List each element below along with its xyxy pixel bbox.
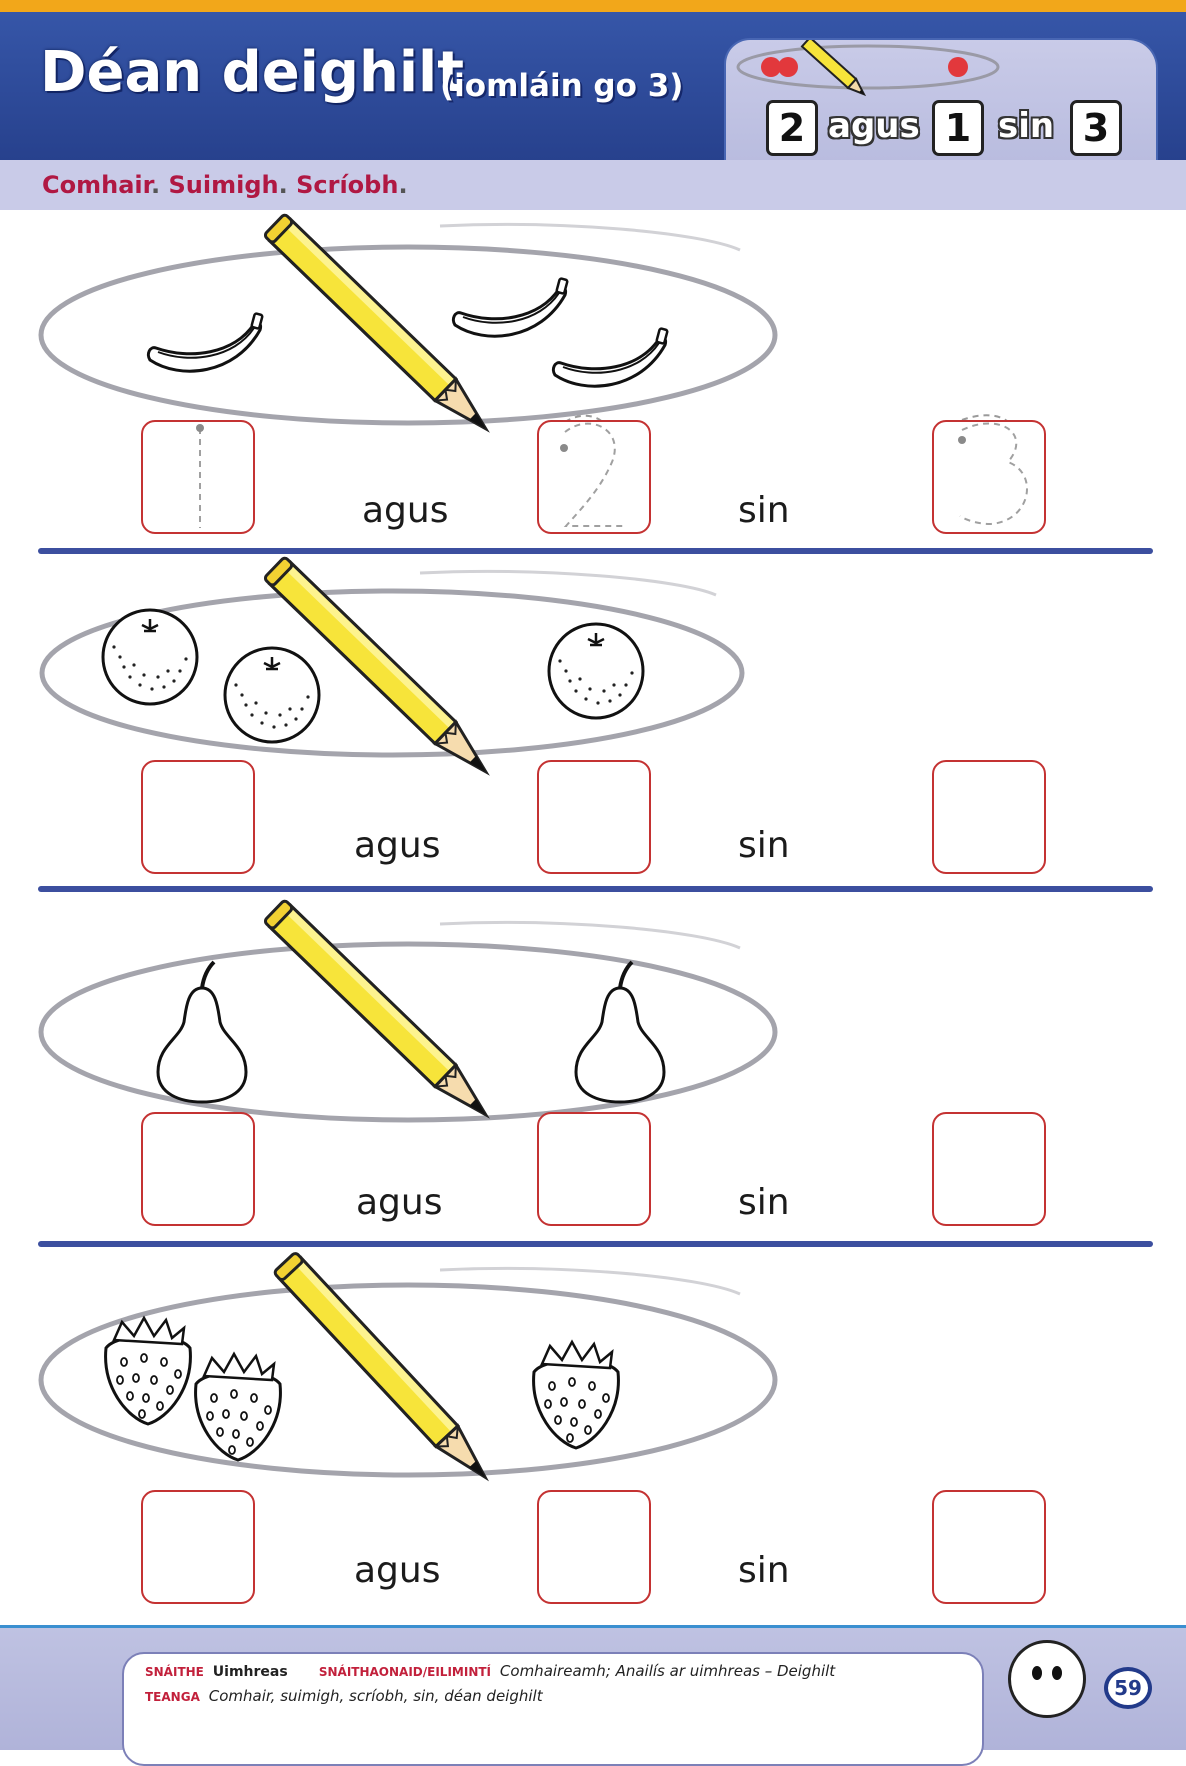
- answer-box-total[interactable]: [932, 1112, 1046, 1226]
- answer-box-first[interactable]: [141, 1490, 255, 1604]
- language-label: TEANGA: [145, 1690, 200, 1704]
- answer-box-second[interactable]: [537, 760, 651, 874]
- answer-box-second[interactable]: [537, 1112, 651, 1226]
- example-plate-icon: [736, 44, 1000, 90]
- answer-box-total[interactable]: [932, 420, 1046, 534]
- row-4-illustration: [38, 1250, 778, 1489]
- example-second-number: 1: [932, 100, 984, 156]
- strand-value: Uimhreas: [212, 1664, 288, 1680]
- is-word: sin: [738, 825, 790, 866]
- example-panel: 2 agus 1 sin 3: [724, 38, 1158, 162]
- exercise-row-1: agus sin: [0, 210, 1186, 555]
- and-word: agus: [356, 1182, 443, 1223]
- language-line: TEANGA Comhair, suimigh, scríobh, sin, d…: [145, 1687, 543, 1705]
- page-subtitle: (iomláin go 3): [440, 68, 684, 104]
- page-title: Déan deighilt: [40, 40, 464, 105]
- answer-box-total[interactable]: [932, 760, 1046, 874]
- row-divider: [38, 886, 1153, 892]
- strand-line: SNÁITHE Uimhreas SNÁITHAONAID/EILIMINTÍ …: [145, 1662, 835, 1680]
- row-divider: [38, 1241, 1153, 1247]
- answer-box-second[interactable]: [537, 1490, 651, 1604]
- answer-box-second[interactable]: [537, 420, 651, 534]
- instruction-write: Scríobh: [296, 171, 399, 199]
- mascot-face-icon: [1008, 1640, 1086, 1718]
- is-word: sin: [738, 1550, 790, 1591]
- orange-icon: [547, 622, 645, 720]
- counter-dot-icon: [948, 57, 968, 77]
- and-word: agus: [362, 490, 449, 531]
- and-word: agus: [354, 825, 441, 866]
- page-number: 59: [1104, 1667, 1152, 1709]
- is-word: sin: [738, 1182, 790, 1223]
- example-illustration: [736, 40, 1000, 97]
- top-accent-strip: [0, 0, 1186, 12]
- example-pencil-icon: [800, 40, 867, 97]
- counter-dot-icon: [778, 57, 798, 77]
- instruction-text: Comhair. Suimigh. Scríobh.: [42, 171, 408, 199]
- orange-icon: [223, 646, 321, 744]
- language-value: Comhair, suimigh, scríobh, sin, déan dei…: [208, 1687, 543, 1705]
- example-first-number: 2: [766, 100, 818, 156]
- row-2-illustration: [39, 555, 745, 784]
- row-divider: [38, 548, 1153, 554]
- answer-box-first[interactable]: [141, 1112, 255, 1226]
- example-is-word: sin: [998, 106, 1055, 146]
- strand-label: SNÁITHE: [145, 1665, 204, 1679]
- exercise-row-2: agus sin: [0, 555, 1186, 890]
- example-result-number: 3: [1070, 100, 1122, 156]
- and-word: agus: [354, 1550, 441, 1591]
- answer-box-first[interactable]: [141, 420, 255, 534]
- instruction-band: [0, 160, 1186, 210]
- unit-value: Comhaireamh; Anailís ar uimhreas – Deigh…: [499, 1662, 836, 1680]
- is-word: sin: [738, 490, 790, 531]
- unit-label: SNÁITHAONAID/EILIMINTÍ: [318, 1665, 492, 1679]
- orange-icon: [101, 608, 199, 706]
- counter-dot-icon: [761, 57, 781, 77]
- instruction-count: Comhair: [42, 171, 152, 199]
- instruction-add: Suimigh: [168, 171, 279, 199]
- answer-box-total[interactable]: [932, 1490, 1046, 1604]
- row-3-illustration: [38, 898, 778, 1127]
- exercise-row-3: agus sin: [0, 892, 1186, 1242]
- exercise-row-4: agus sin: [0, 1250, 1186, 1620]
- example-and-word: agus: [828, 106, 920, 146]
- answer-box-first[interactable]: [141, 760, 255, 874]
